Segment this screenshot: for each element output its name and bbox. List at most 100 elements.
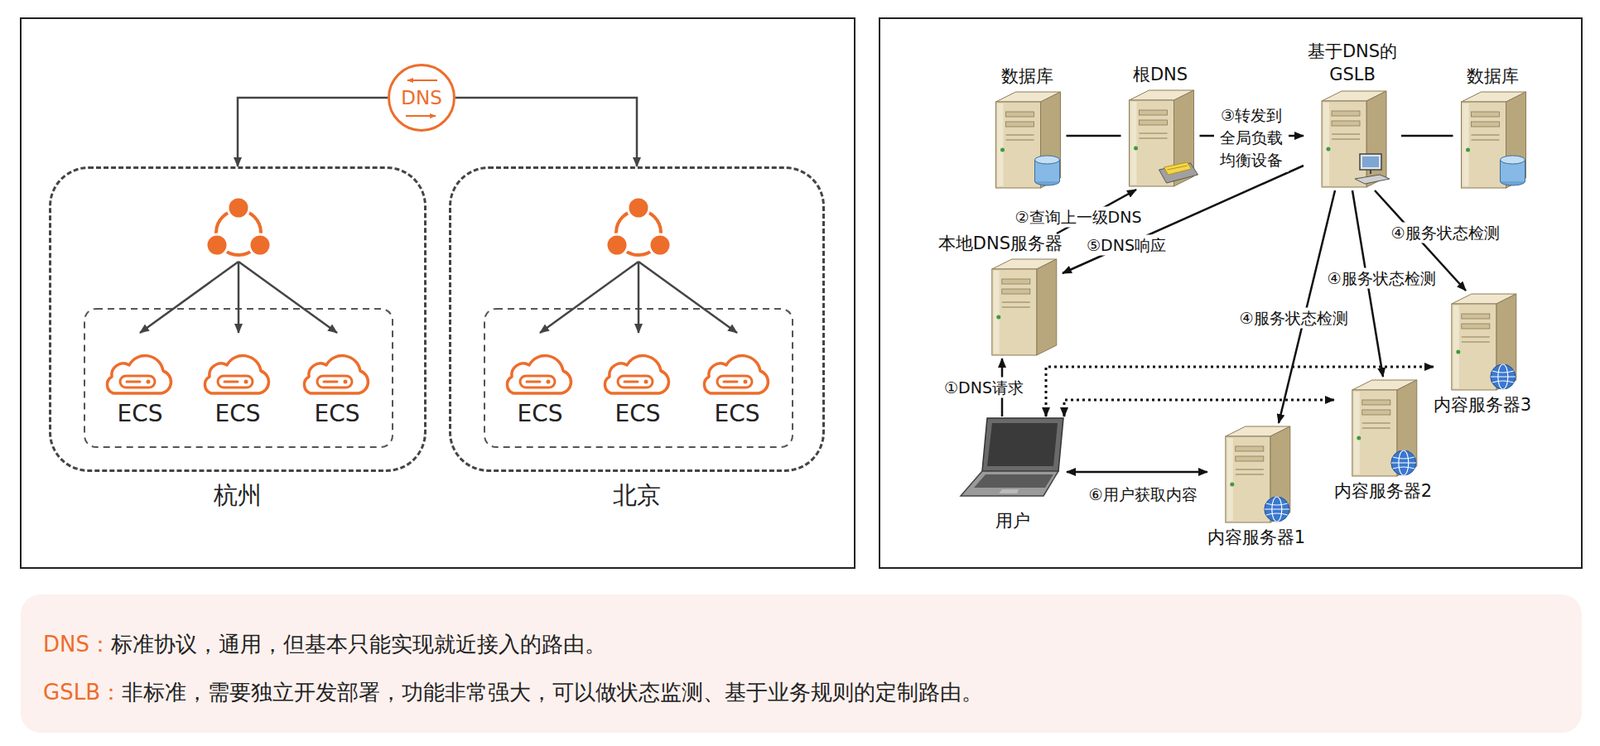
laptop-base [960,471,1059,497]
lb-dot [206,234,228,256]
server-icon [1217,423,1297,526]
ecs-node: ECS [199,350,276,429]
region-box: 杭州ECSECSECS [48,166,427,473]
server-highlight [1131,101,1138,185]
server-icon [1344,376,1423,480]
dns-swap-arrow [405,115,436,117]
cylinder-edge [1499,159,1501,182]
vent-line [1139,137,1168,140]
lb-arrow [539,261,639,333]
cloud-outline [604,356,669,394]
cylinder-edge [1524,159,1526,182]
edge-label: ③转发到 全局负载 均衡设备 [1214,103,1289,173]
globe-parallel [1392,457,1415,469]
note-text: 标准协议，通用，但基本只能实现就近接入的路由。 [110,629,607,660]
server-icon [1121,86,1200,190]
vent-line [1461,341,1490,343]
lb-arrow [139,261,239,333]
vent-line [1471,139,1500,141]
ecs-node: ECS [501,350,579,429]
server-label: 本地DNS服务器 [938,233,1063,255]
globe-equator [1264,508,1290,510]
lb-dot [627,197,650,219]
drive-bay [1235,446,1264,452]
lb-dot [606,234,628,256]
drive-bay [1471,121,1500,127]
lb-dot [649,234,671,256]
paper-line [1167,165,1188,170]
globe-equator [1490,375,1516,377]
vent-line [1331,138,1360,140]
globe [1391,450,1417,476]
server-front [1461,101,1507,188]
database-server: 数据库 [987,66,1067,192]
drive-bay [1461,323,1490,329]
user-label: 用户 [995,510,1031,532]
server-slot [717,375,752,388]
connector [455,97,637,167]
printer-body [1159,163,1199,184]
drive-bay [1331,120,1360,126]
monitor-stand [1369,169,1372,174]
ecs-label: ECS [116,400,163,429]
region-caption-holder: 北京 [451,481,823,511]
server-icon [983,255,1063,359]
server-highlight [1227,438,1234,521]
power-led [997,315,1002,320]
region-caption-holder: 杭州 [51,481,425,511]
server-label: 数据库 [1466,66,1519,87]
cylinder-top [1035,155,1061,164]
power-led [1325,147,1331,152]
vent-line [1362,427,1391,429]
panel-frame [20,18,855,569]
vent-line [1331,133,1360,135]
dns-text: DNS [400,86,443,110]
gslb-server: 基于DNS的 GSLB [1303,39,1402,191]
server-highlight [1354,391,1360,475]
drive-bay [1002,279,1031,285]
slot-dot [343,380,348,385]
globe-parallel [1266,503,1288,516]
ecs-icon [599,350,676,399]
slot-line [126,380,140,384]
content-server: 内容服务器3 [1433,290,1532,416]
ecs-node: ECS [698,350,776,429]
slot-dot [546,380,551,385]
server-highlight [993,270,1000,354]
note-row: DNS：标准协议，通用，但基本只能实现就近接入的路由。 [43,629,607,660]
dns-swap-arrow [407,79,438,82]
server-slot [217,375,253,388]
ecs-label: ECS [713,400,760,429]
ecs-icon [199,350,276,399]
drive-bay [1139,120,1168,126]
server-side [1036,259,1057,356]
vent-line [1362,422,1391,425]
globe-parallel [1492,371,1514,383]
vent-line [1006,139,1035,141]
server-side [1366,91,1387,188]
vent-line [1006,134,1035,136]
cloud-outline [506,356,571,394]
server-highlight [1453,305,1460,389]
ecs-node: ECS [599,350,676,429]
lb-arrow [237,261,241,333]
root-dns-server: 根DNS [1121,64,1200,190]
server-front [1451,303,1497,391]
panel-frame [879,18,1582,569]
ecs-icon [501,350,579,399]
note-text: 非标准，需要独立开发部署，功能非常强大，可以做状态监测、基于业务规则的定制路由。 [121,677,984,708]
server-highlight [997,103,1004,187]
server-highlight [1463,103,1470,187]
edge-label: ④服务状态检测 [1387,222,1502,244]
connector [1066,471,1208,474]
laptop-touchpad [998,489,1019,494]
note-row: GSLB：非标准，需要独立开发部署，功能非常强大，可以做状态监测、基于业务规则的… [43,677,984,708]
server-label: 基于DNS的 GSLB [1303,39,1402,87]
dns-circle: DNS [387,63,456,132]
cloud-outline [204,356,269,394]
load-balancer-icon [206,197,271,256]
drive-bay [1362,409,1391,415]
server-icon [987,88,1067,192]
content-server: 内容服务器1 [1207,423,1306,549]
database-server: 数据库 [1453,66,1533,192]
